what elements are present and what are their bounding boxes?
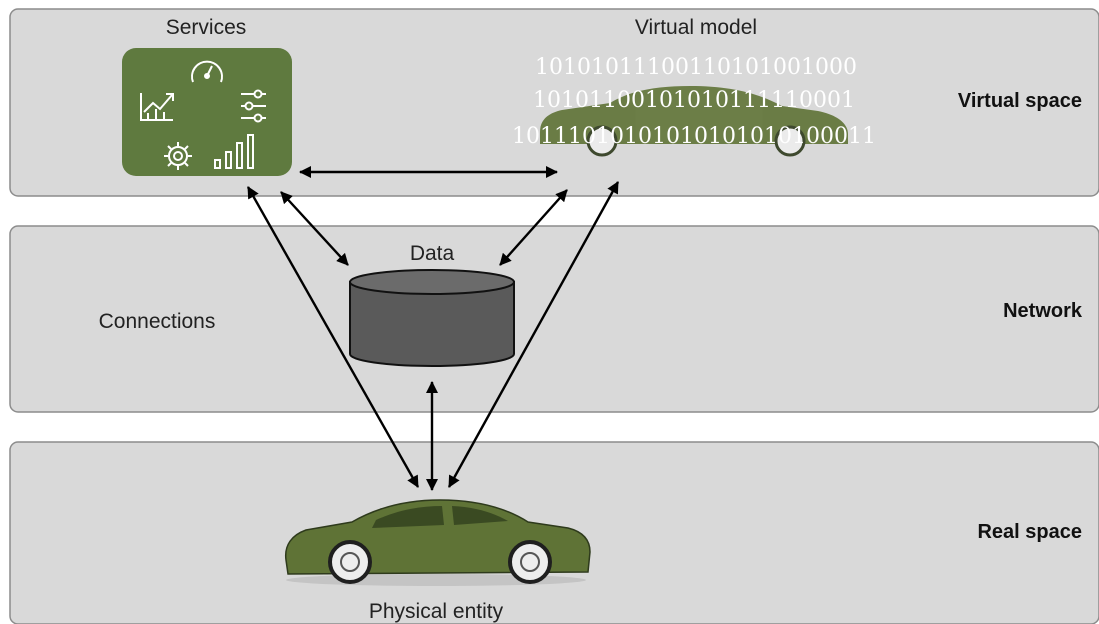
physical-entity-label: Physical entity <box>369 600 504 623</box>
real-space-label: Real space <box>977 521 1082 543</box>
binary-line-2: 10101100101010111110001 <box>533 88 855 113</box>
bar-chart-icon <box>214 134 254 169</box>
network-label: Network <box>1003 300 1083 322</box>
binary-line-3: 10111010101010101010100011 <box>512 124 876 149</box>
gauge-icon <box>191 60 223 83</box>
connections-label: Connections <box>99 310 216 333</box>
services-panel <box>122 48 292 176</box>
virtual-car-icon <box>540 86 848 157</box>
arrow-services-physical <box>246 186 420 488</box>
virtual-space-label: Virtual space <box>958 90 1082 112</box>
sliders-icon <box>241 89 266 123</box>
arrow-virtual-physical <box>447 181 620 488</box>
database-icon <box>349 269 515 367</box>
physical-car-icon <box>284 499 591 586</box>
trend-chart-icon <box>140 93 174 121</box>
binary-line-1: 10101011100110101001000 <box>535 55 857 80</box>
gear-icon <box>164 142 192 170</box>
data-label: Data <box>410 242 455 265</box>
services-label: Services <box>166 16 247 39</box>
virtual-model-label: Virtual model <box>635 16 757 39</box>
